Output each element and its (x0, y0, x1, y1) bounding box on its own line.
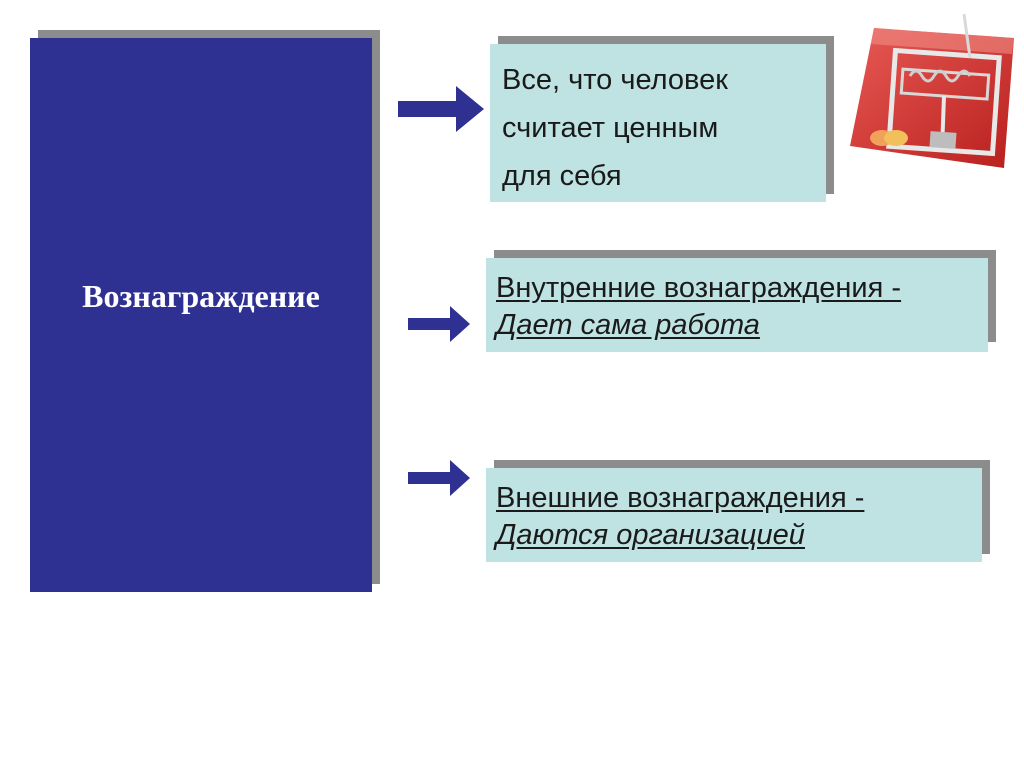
card-value-line1: Все, что человек (502, 64, 728, 96)
card-value: Все, что человек считает ценным для себя (490, 44, 826, 202)
card-extrinsic-subtitle: Даются организацией (496, 519, 805, 552)
arrow-right-icon (408, 306, 470, 342)
card-intrinsic-title: Внутренние вознаграждения - (496, 272, 902, 304)
card-extrinsic: Внешние вознаграждения - Даются организа… (486, 468, 982, 562)
card-value-line2: считает ценным (502, 112, 719, 144)
card-intrinsic-subtitle: Дает сама работа (496, 309, 760, 342)
mousetrap-credit-card-icon (850, 14, 1014, 168)
main-box: Вознаграждение (30, 38, 372, 592)
card-extrinsic-title: Внешние вознаграждения - (496, 482, 865, 514)
arrow-right-icon (408, 460, 470, 496)
main-label: Вознаграждение (82, 277, 320, 314)
card-intrinsic: Внутренние вознаграждения - Дает сама ра… (486, 258, 988, 352)
arrow-right-icon (398, 86, 484, 132)
card-value-line3: для себя (502, 160, 622, 192)
